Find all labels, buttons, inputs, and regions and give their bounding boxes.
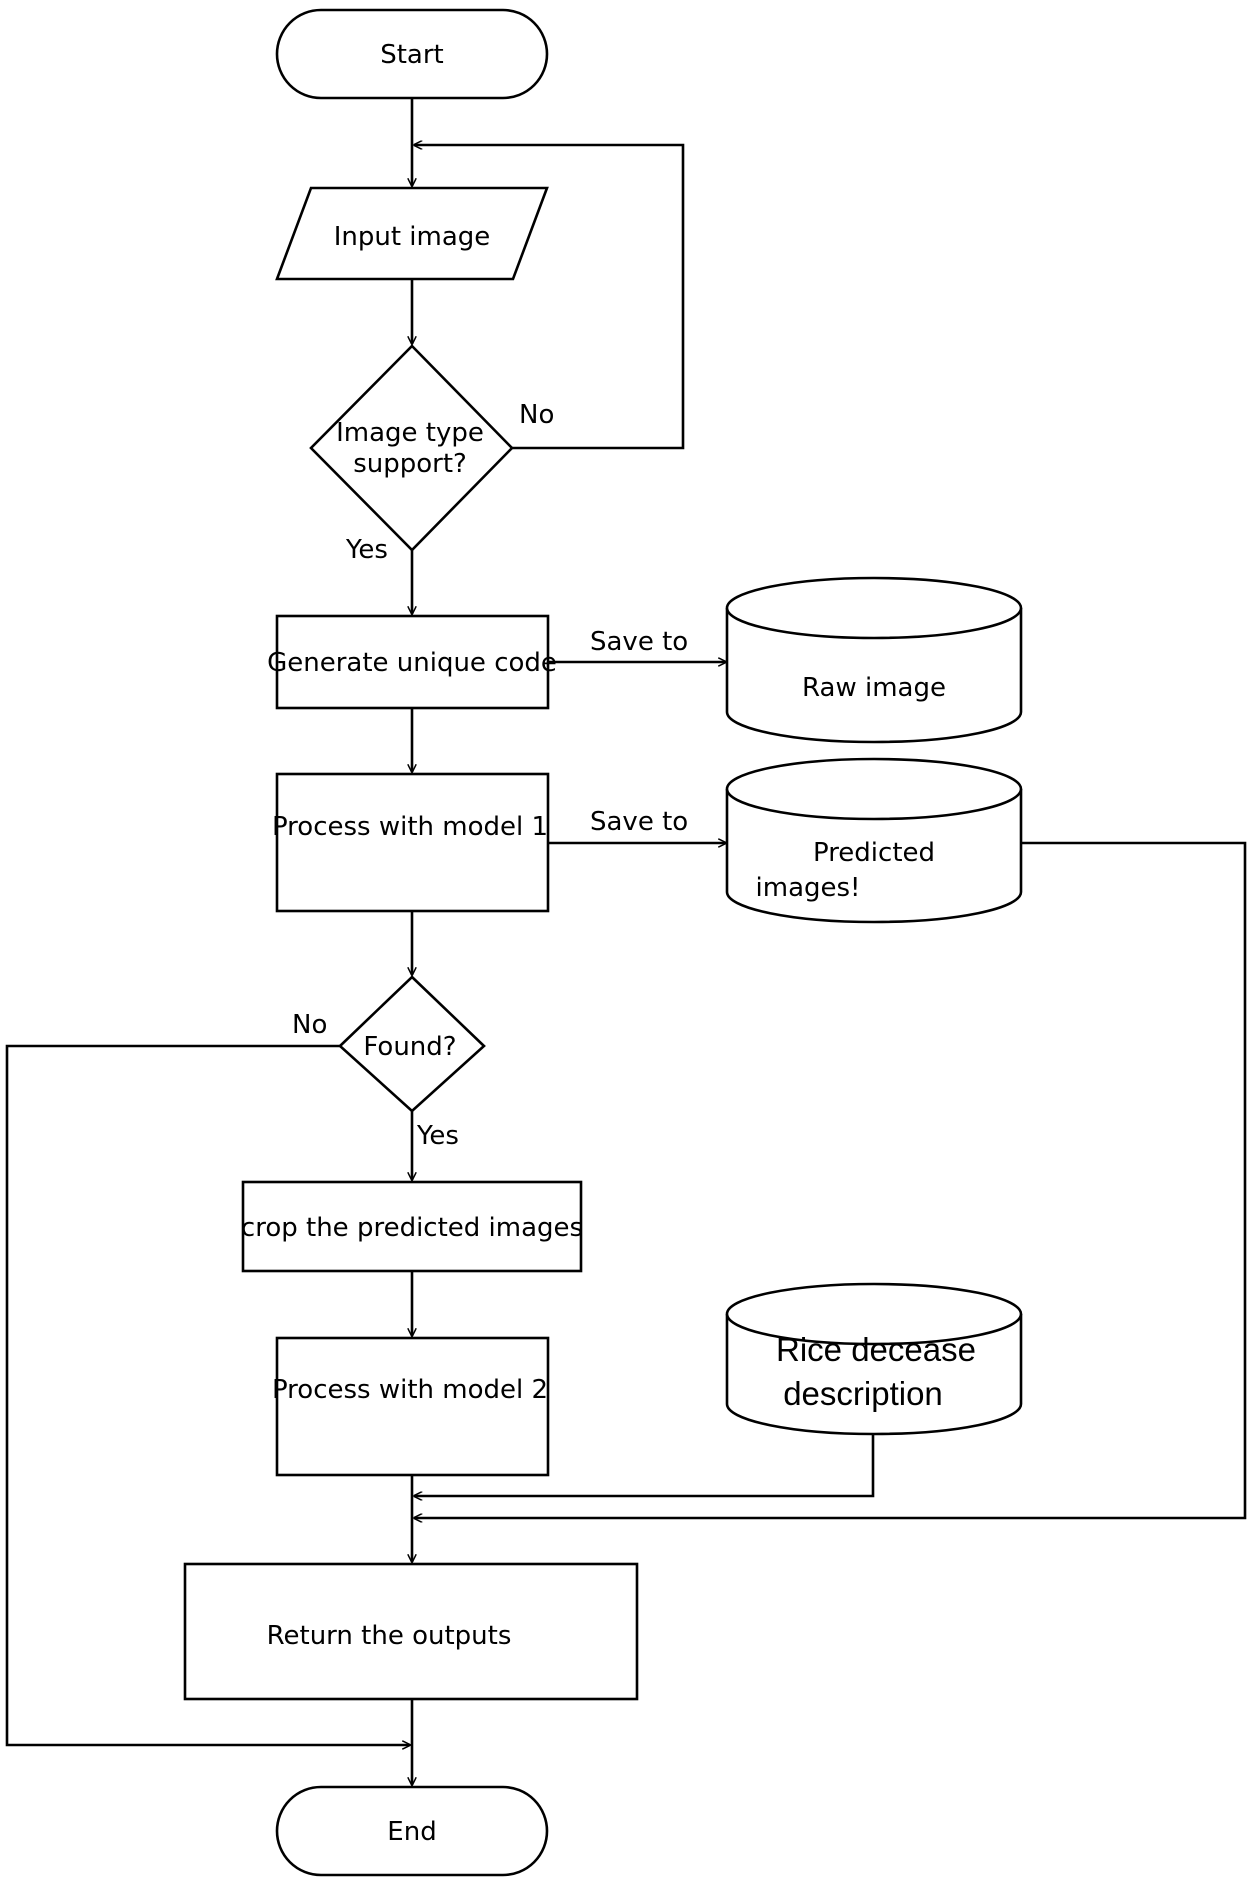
edge-labels: No Yes Save to Save to No Yes [292, 400, 688, 1151]
found-label: Found? [363, 1032, 456, 1062]
process-model1-label: Process with model 1 [272, 812, 548, 842]
process-model2-node: Process with model 2 [272, 1336, 550, 1477]
start-label: Start [380, 40, 444, 70]
process-model2-label: Process with model 2 [272, 1375, 548, 1405]
edge-ricedb-to-return [414, 1433, 875, 1496]
image-type-label-line1: Image type [336, 418, 484, 448]
raw-image-label: Raw image [802, 673, 946, 703]
input-image-label: Input image [334, 222, 491, 252]
label-type-no: No [519, 400, 554, 430]
end-label: End [387, 1817, 436, 1847]
predicted-images-database: Predicted images! [725, 757, 1023, 924]
end-terminal: End [275, 1785, 549, 1877]
raw-image-database: Raw image [725, 576, 1023, 744]
label-type-yes: Yes [345, 535, 388, 565]
generate-code-label: Generate unique code [267, 648, 557, 678]
rice-description-label-line1: Rice decease [776, 1331, 976, 1368]
generate-code-node: Generate unique code [267, 614, 557, 710]
process-model1-node: Process with model 1 [272, 772, 550, 913]
rice-description-label-line2: description [783, 1375, 943, 1412]
start-terminal: Start [275, 8, 549, 100]
connectors [5, 98, 1247, 1785]
return-outputs-label: Return the outputs [267, 1621, 512, 1651]
return-outputs-node: Return the outputs [183, 1562, 639, 1701]
image-type-label-line2: support? [353, 449, 467, 479]
image-type-decision: Image type support? [309, 344, 514, 552]
predicted-images-label-line1: Predicted [813, 838, 935, 868]
crop-images-node: crop the predicted images [241, 1180, 583, 1273]
label-found-yes: Yes [416, 1121, 459, 1151]
rice-description-database: Rice decease description [725, 1282, 1023, 1436]
edge-no-loop-back [414, 145, 685, 450]
label-found-no: No [292, 1010, 327, 1040]
label-save-raw: Save to [590, 627, 688, 657]
input-image-node: Input image [275, 186, 549, 281]
edge-found-no-to-end [5, 1044, 410, 1745]
edge-predicteddb-to-return [414, 841, 1247, 1518]
predicted-images-label-line2: images! [756, 873, 861, 903]
found-decision: Found? [338, 975, 486, 1113]
label-save-predicted: Save to [590, 807, 688, 837]
crop-images-label: crop the predicted images [241, 1213, 583, 1243]
